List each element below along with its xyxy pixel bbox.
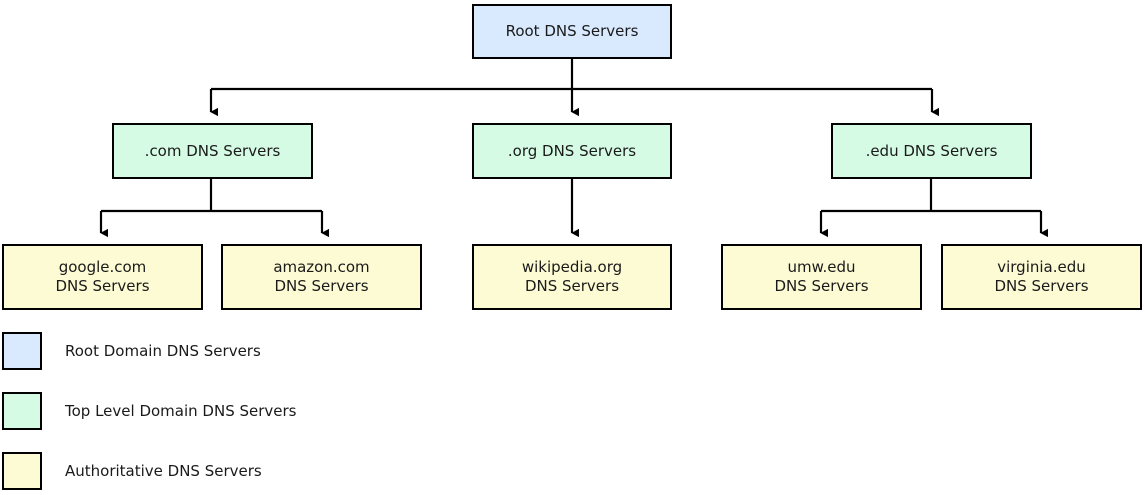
- node-org-label-line1: .org DNS Servers: [507, 141, 637, 160]
- node-wikipedia-label-line1: wikipedia.org: [521, 258, 623, 276]
- edge-edu-to-children-bus: [819, 179, 1048, 238]
- legend-swatch-authoritative: [2, 452, 42, 490]
- node-umw-label-line1: umw.edu: [787, 258, 856, 276]
- legend-swatch-top-level-domain: [2, 392, 42, 430]
- node-root-dns-servers[interactable]: Root DNS Servers: [472, 4, 672, 59]
- node-wikipedia-label-line2: DNS Servers: [524, 277, 620, 295]
- node-edu-label-line1: .edu DNS Servers: [865, 141, 998, 160]
- legend-label-authoritative: Authoritative DNS Servers: [65, 461, 262, 480]
- node-edu-dns-servers[interactable]: .edu DNS Servers: [831, 123, 1032, 179]
- legend-swatch-root-domain: [2, 332, 42, 370]
- legend-label-top-level-domain: Top Level Domain DNS Servers: [65, 401, 297, 420]
- node-umw-dns-servers[interactable]: umw.edu DNS Servers: [721, 244, 922, 310]
- node-com-label-line1: .com DNS Servers: [144, 141, 281, 160]
- node-umw-label-line2: DNS Servers: [774, 277, 869, 295]
- node-google-dns-servers[interactable]: google.com DNS Servers: [2, 244, 203, 310]
- node-amazon-label-line2: DNS Servers: [274, 277, 369, 295]
- edge-root-to-tld-bus: [209, 59, 939, 117]
- node-com-dns-servers[interactable]: .com DNS Servers: [112, 123, 313, 179]
- node-org-dns-servers[interactable]: .org DNS Servers: [472, 123, 672, 179]
- node-google-label-line2: DNS Servers: [55, 277, 150, 295]
- node-virginia-label-line1: virginia.edu: [997, 258, 1086, 276]
- node-root-label-line1: Root DNS Servers: [505, 22, 639, 40]
- node-wikipedia-dns-servers[interactable]: wikipedia.org DNS Servers: [472, 244, 672, 310]
- node-amazon-dns-servers[interactable]: amazon.com DNS Servers: [221, 244, 422, 310]
- node-virginia-dns-servers[interactable]: virginia.edu DNS Servers: [941, 244, 1142, 310]
- node-google-label-line1: google.com: [58, 258, 147, 276]
- legend-label-root-domain: Root Domain DNS Servers: [65, 341, 261, 360]
- node-virginia-label-line2: DNS Servers: [994, 277, 1089, 295]
- legend-item-authoritative: Authoritative DNS Servers: [2, 452, 262, 490]
- legend-item-top-level-domain: Top Level Domain DNS Servers: [2, 392, 296, 430]
- edge-com-to-children-bus: [99, 179, 329, 238]
- legend-item-root-domain: Root Domain DNS Servers: [2, 332, 261, 370]
- node-amazon-label-line1: amazon.com: [273, 258, 370, 276]
